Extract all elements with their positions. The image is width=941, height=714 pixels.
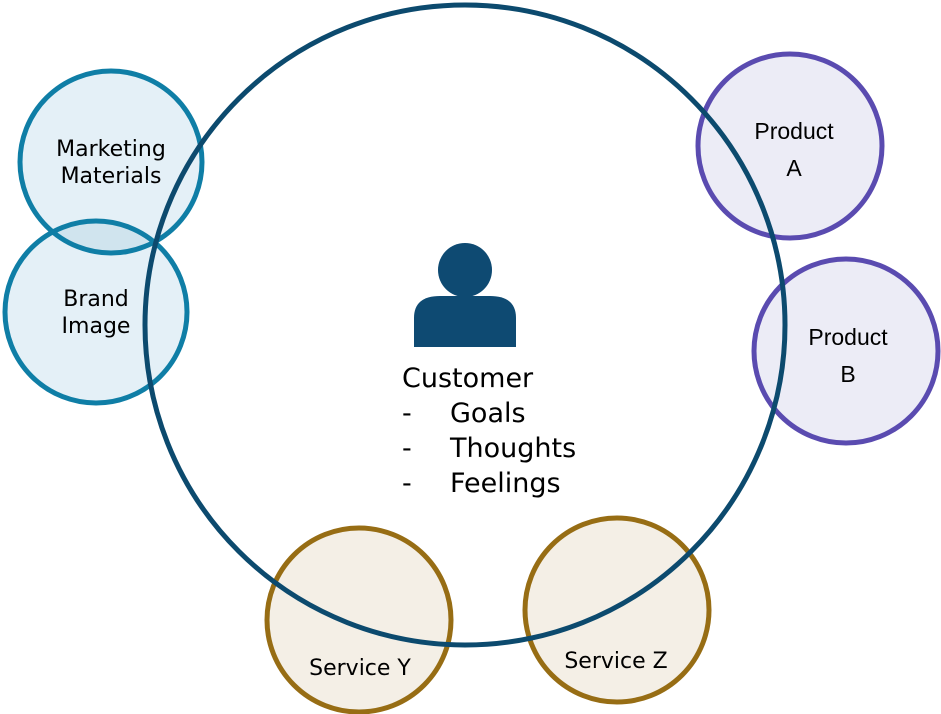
customer-text-block: Customer - Goals - Thoughts - Feelings: [402, 361, 576, 501]
customer-item-thoughts: - Thoughts: [402, 431, 576, 466]
bullet-dash: -: [402, 468, 412, 499]
service-z-text: Service Z: [564, 649, 668, 674]
bullet-dash: -: [402, 433, 412, 464]
product-a-line1: Product: [754, 118, 834, 144]
product-b-line2: B: [840, 361, 856, 387]
item-label: Goals: [450, 398, 526, 429]
person-icon: [414, 243, 516, 347]
product-b-label: Product B: [788, 319, 908, 393]
product-b-line1: Product: [808, 324, 888, 350]
service-y-circle: [264, 525, 454, 714]
bullet-dash: -: [402, 398, 412, 429]
brand-image-label: Brand Image: [36, 286, 156, 340]
item-label: Feelings: [450, 468, 561, 499]
marketing-materials-circle: [20, 71, 202, 253]
item-label: Thoughts: [450, 433, 577, 464]
brand-line2: Image: [61, 314, 131, 339]
service-y-text: Service Y: [309, 656, 411, 681]
service-z-label: Service Z: [546, 648, 686, 675]
product-a-circle: [695, 51, 885, 241]
marketing-materials-outline: [17, 68, 205, 256]
service-y-label: Service Y: [290, 655, 430, 682]
service-z-circle: [522, 515, 712, 705]
brand-image-circle: [5, 221, 187, 403]
brand-image-outline: [2, 218, 190, 406]
product-b-circle: [751, 256, 941, 446]
customer-item-goals: - Goals: [402, 396, 576, 431]
product-a-label: Product A: [734, 113, 854, 187]
marketing-materials-label: Marketing Materials: [41, 136, 181, 190]
marketing-line2: Materials: [60, 164, 162, 189]
brand-line1: Brand: [63, 287, 129, 312]
customer-title: Customer: [402, 363, 534, 394]
customer-main-ring: [142, 2, 788, 648]
marketing-line1: Marketing: [56, 137, 166, 162]
product-a-line2: A: [786, 155, 802, 181]
customer-item-feelings: - Feelings: [402, 466, 576, 501]
